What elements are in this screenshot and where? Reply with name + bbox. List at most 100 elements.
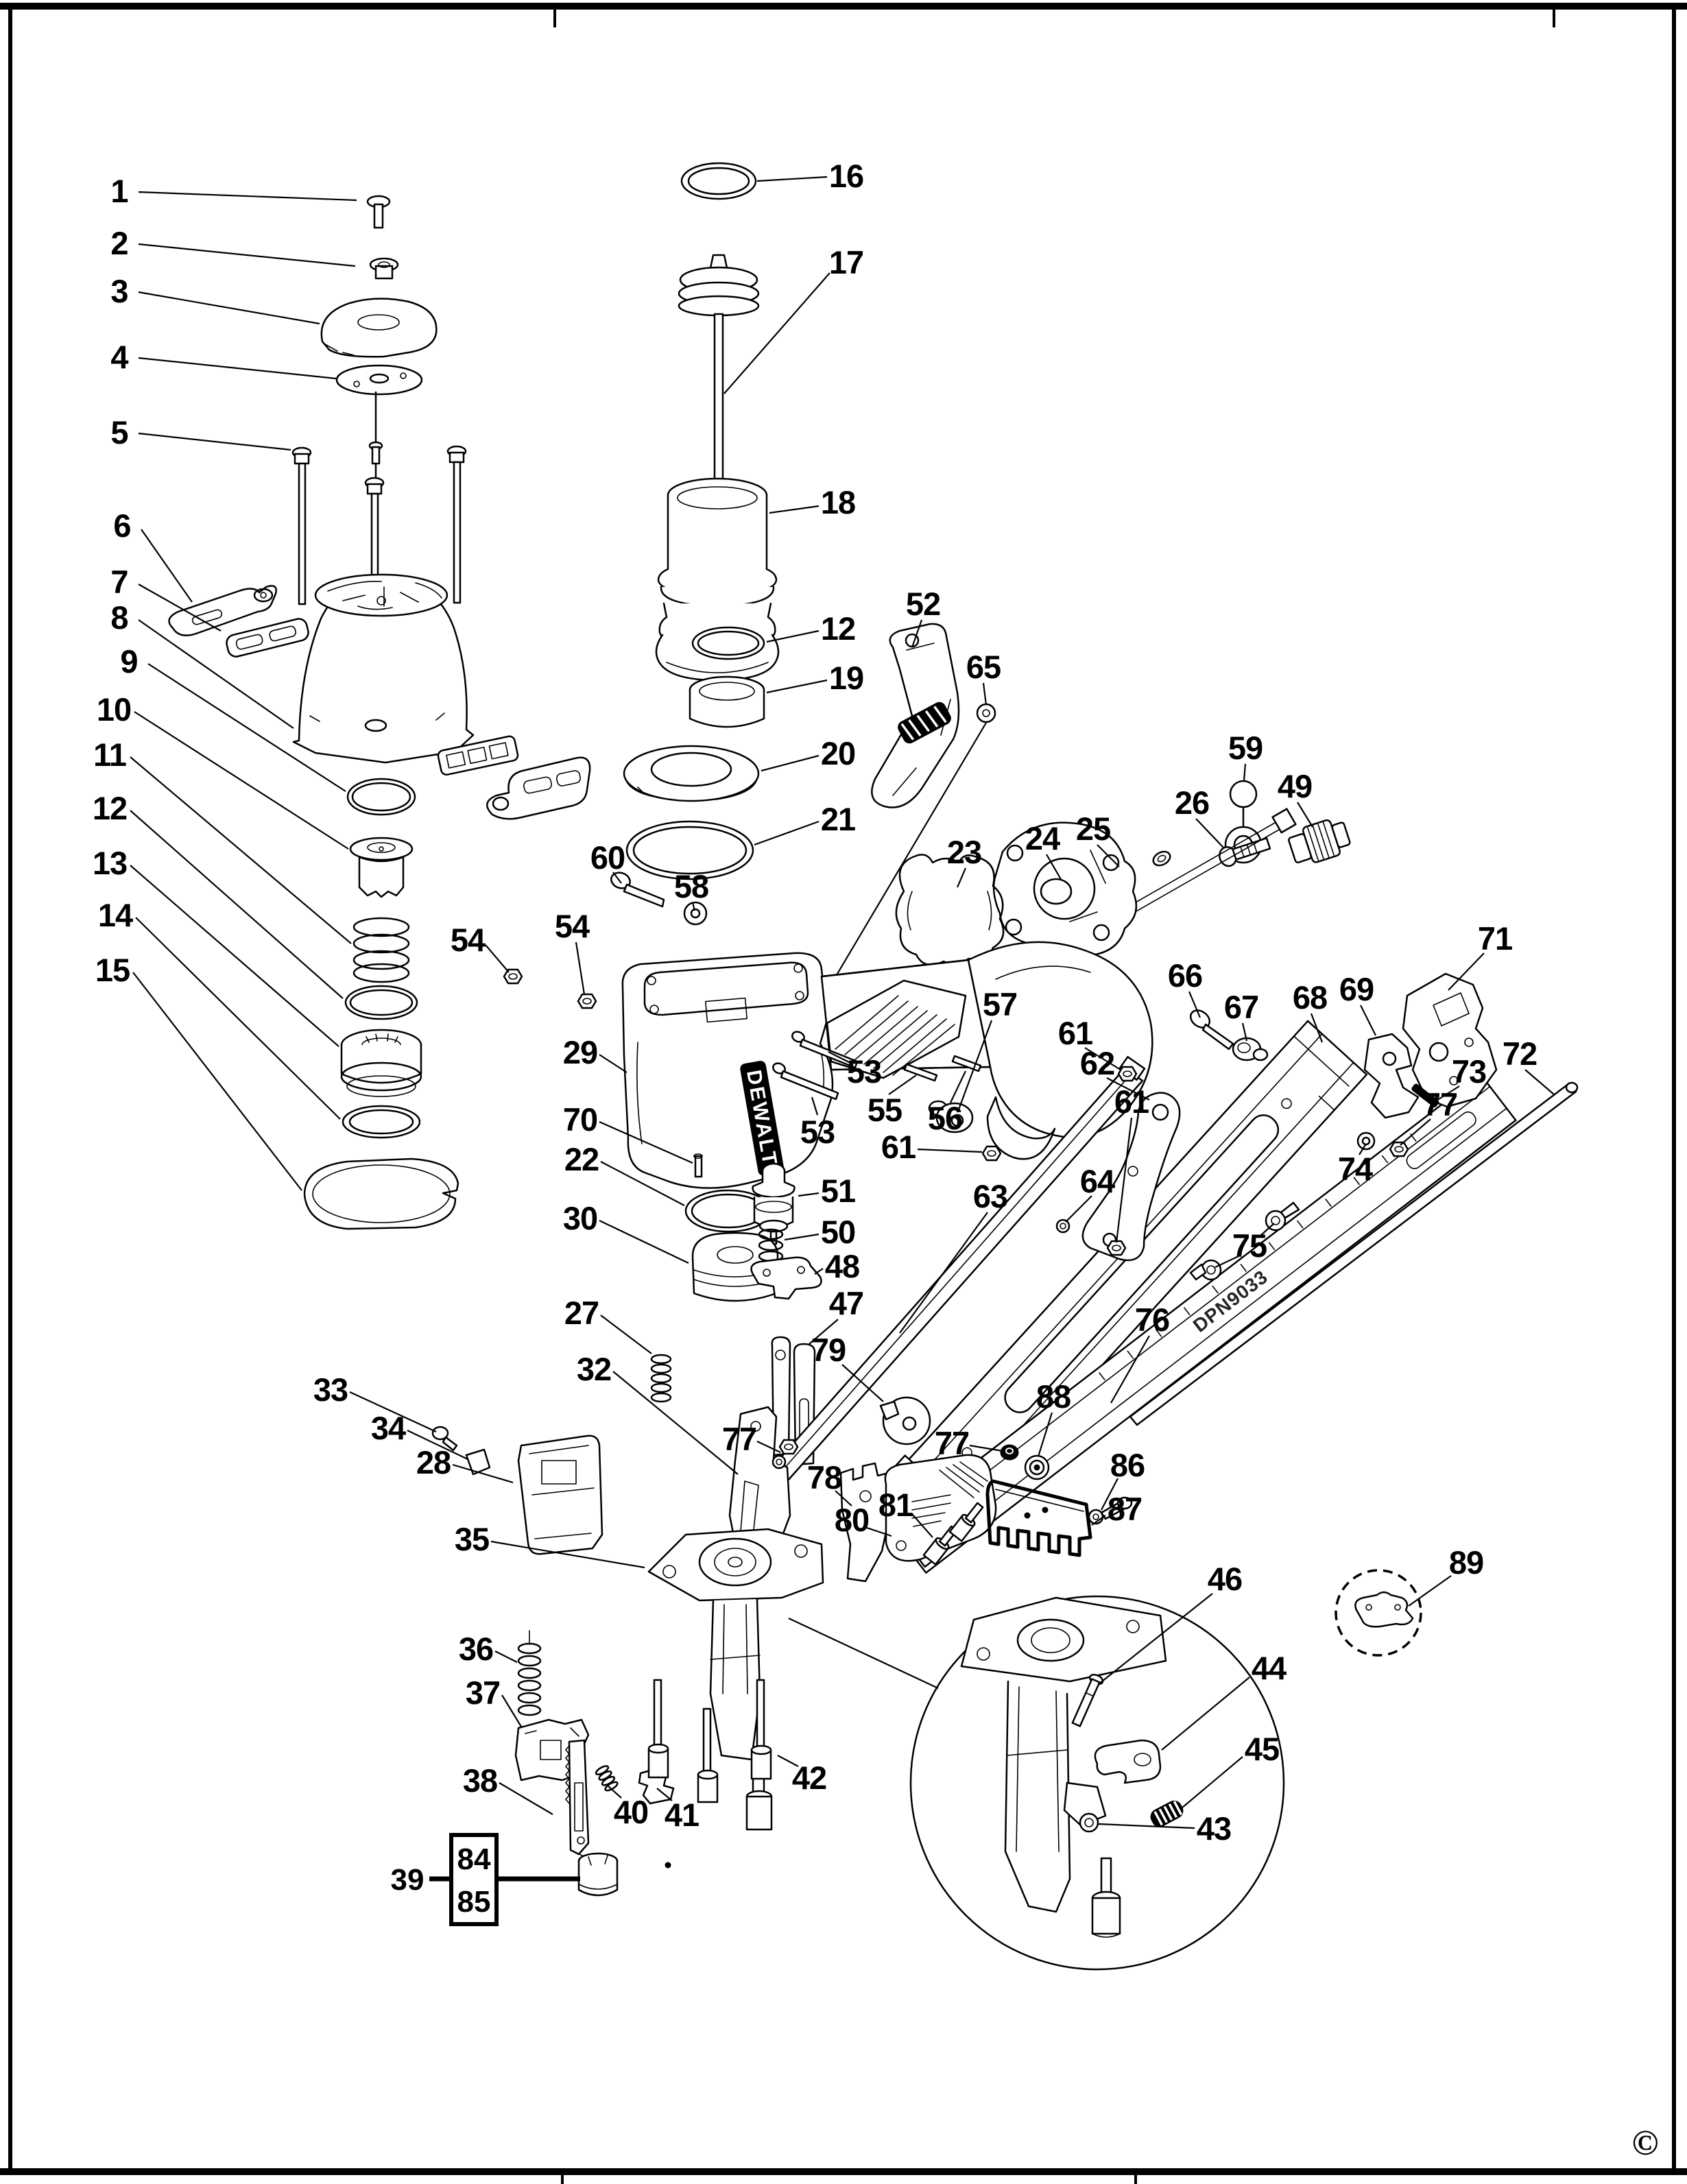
part-lever-6 <box>168 585 277 636</box>
leader-line-33 <box>349 1391 437 1432</box>
leader-line-75 <box>1215 1256 1239 1268</box>
callout-85: 85 <box>457 1885 491 1919</box>
leader-line-42 <box>777 1755 799 1767</box>
leader-line-43 <box>1098 1823 1195 1829</box>
callout-12: 12 <box>93 790 127 826</box>
leader-line-64 <box>1065 1195 1092 1223</box>
callout-23: 23 <box>947 834 981 870</box>
leader-line-57 <box>957 1020 993 1110</box>
callout-46: 46 <box>1208 1561 1242 1597</box>
callout-30: 30 <box>563 1200 597 1236</box>
leader-line-53 <box>828 1051 851 1064</box>
leader-line-14 <box>135 917 341 1120</box>
part-pin-73 <box>1411 1083 1439 1107</box>
part-air-fitting-49 <box>1288 819 1351 863</box>
leader-line-27 <box>600 1315 652 1354</box>
callout-57: 57 <box>983 986 1017 1022</box>
callout-42: 42 <box>792 1760 826 1796</box>
part-exhaust-grill <box>437 735 519 776</box>
leader-line-44 <box>1161 1677 1250 1751</box>
leader-line-37 <box>501 1694 522 1727</box>
callout-17: 17 <box>829 244 863 280</box>
part-oring-12b <box>691 626 765 660</box>
part-pin-70 <box>693 1153 703 1178</box>
callout-56: 56 <box>928 1100 962 1136</box>
callout-61: 61 <box>1058 1015 1092 1051</box>
leader-line-21 <box>754 820 819 846</box>
callout-67: 67 <box>1224 989 1258 1025</box>
leader-line-77 <box>756 1441 781 1453</box>
leader-line-47 <box>809 1319 839 1345</box>
leader-line-17 <box>723 272 830 394</box>
leader-line-40 <box>607 1785 622 1799</box>
callout-68: 68 <box>1293 979 1327 1016</box>
leader-line-15 <box>132 972 302 1191</box>
callout-20: 20 <box>821 735 855 771</box>
leader-line-75 <box>1260 1223 1275 1236</box>
callout-64: 64 <box>1080 1163 1115 1199</box>
callout-63: 63 <box>973 1178 1007 1214</box>
callout-19: 19 <box>829 660 863 696</box>
callout-2: 2 <box>110 225 128 261</box>
part-washer-58 <box>683 901 708 926</box>
leader-line-77 <box>1400 1118 1431 1146</box>
part-piston-17 <box>678 254 760 588</box>
leader-line-55 <box>888 1075 917 1095</box>
callout-9: 9 <box>120 643 137 680</box>
callout-50: 50 <box>821 1214 855 1250</box>
part-nut-77b <box>778 1439 799 1455</box>
callout-1: 1 <box>110 173 128 209</box>
callout-34: 34 <box>371 1410 406 1446</box>
part-collar-19 <box>689 675 765 728</box>
leader-line-18 <box>769 505 819 514</box>
leader-line-22 <box>600 1161 685 1206</box>
part-trigger-80 <box>884 1454 997 1562</box>
part-spring-27 <box>650 1354 672 1403</box>
leader-line-62 <box>1106 1077 1150 1101</box>
part-screw-1 <box>366 195 391 229</box>
callout-70: 70 <box>563 1101 597 1138</box>
part-screws-75 <box>1189 1201 1300 1281</box>
leader-line-50 <box>784 1233 819 1241</box>
callout-51: 51 <box>821 1173 855 1209</box>
part-nut-77a <box>1389 1141 1409 1157</box>
callout-61: 61 <box>881 1129 916 1165</box>
callout-25: 25 <box>1076 811 1110 847</box>
part-grommet-88 <box>1024 1454 1050 1480</box>
leader-line-45 <box>1182 1756 1243 1808</box>
callout-60: 60 <box>590 839 625 876</box>
callout-88: 88 <box>1036 1378 1070 1415</box>
leader-line-56 <box>950 1070 966 1103</box>
part-nut-2 <box>369 257 399 280</box>
callout-58: 58 <box>674 868 708 904</box>
callout-77: 77 <box>1423 1086 1457 1123</box>
callout-73: 73 <box>1452 1053 1486 1090</box>
leader-line-87 <box>1091 1515 1106 1526</box>
part-bumper-13 <box>340 1029 422 1097</box>
callout-29: 29 <box>563 1034 597 1070</box>
callout-44: 44 <box>1252 1650 1287 1686</box>
part-spring-40 <box>595 1765 619 1792</box>
part-blade-38 <box>565 1739 590 1860</box>
part-latch-lever-right <box>486 756 591 820</box>
callout-38: 38 <box>463 1762 497 1799</box>
callout-53: 53 <box>800 1114 835 1150</box>
leader-line-23 <box>956 867 967 888</box>
leader-line-69 <box>1360 1005 1376 1036</box>
leader-line-89 <box>1408 1575 1452 1607</box>
part-bracket-62 <box>1081 1092 1181 1262</box>
leader-line-34 <box>407 1430 468 1460</box>
leader-line-58 <box>691 902 696 911</box>
callout-65: 65 <box>966 649 1001 685</box>
leader-line-28 <box>452 1463 514 1484</box>
leader-line-72 <box>1524 1069 1555 1095</box>
part-spring-36 <box>517 1630 542 1716</box>
callout-27: 27 <box>564 1295 599 1331</box>
callout-87: 87 <box>1108 1491 1142 1527</box>
leader-line-35 <box>490 1540 645 1569</box>
part-spring-11 <box>352 917 410 983</box>
callout-18: 18 <box>821 484 855 520</box>
leader-line-11 <box>130 756 352 944</box>
